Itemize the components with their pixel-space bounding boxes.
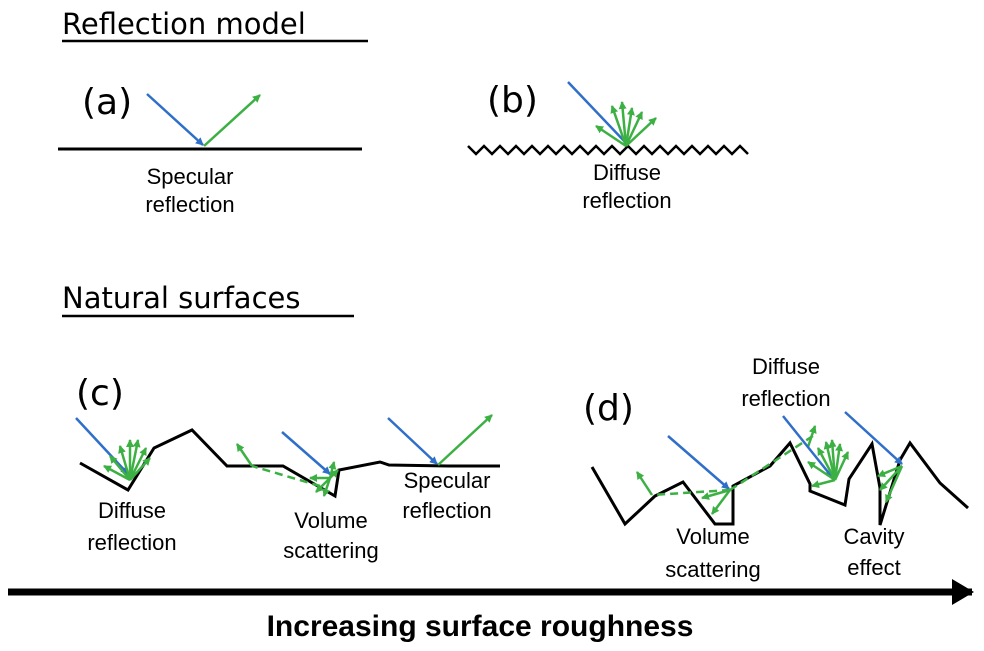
scattered-ray-arrow — [884, 465, 904, 503]
scattered-ray-arrow — [624, 107, 635, 147]
label-volume: Volume — [294, 508, 367, 533]
scattered-ray-arrow — [816, 447, 837, 481]
label-reflection: reflection — [402, 498, 491, 523]
label-diffuse: Diffuse — [752, 354, 820, 379]
scattered-ray-arrow — [828, 439, 837, 481]
scattered-ray-arrow — [128, 439, 141, 481]
panel-b-diffuse: (b) Diffuse reflection — [467, 80, 749, 213]
scattered-ray-arrow — [322, 477, 332, 497]
label-reflection: reflection — [87, 530, 176, 555]
cavity-rays — [877, 464, 904, 503]
scattered-ray-arrow — [329, 469, 339, 479]
scattered-ray-arrow — [877, 464, 903, 478]
heading-reflection-model: Reflection model — [62, 7, 306, 41]
incident-ray-arrow — [281, 431, 331, 475]
label-diffuse: Diffuse — [593, 160, 661, 185]
scattered-ray-arrow — [618, 101, 628, 147]
scattered-ray-arrow — [625, 117, 657, 147]
panel-tag-a: (a) — [82, 82, 132, 123]
incident-ray-arrow — [75, 417, 129, 475]
diffuse-rays — [103, 439, 151, 482]
incident-ray — [567, 81, 627, 144]
scattered-rays — [595, 101, 657, 148]
volume-exit-ray — [635, 471, 654, 496]
scattered-ray-arrow — [833, 443, 843, 481]
scattered-ray-arrow — [879, 465, 903, 491]
label-specular: Specular — [404, 468, 491, 493]
axis-label: Increasing surface roughness — [267, 610, 694, 643]
surface-profile — [590, 440, 969, 527]
scattered-ray-arrow — [109, 455, 131, 481]
scattered-ray-arrow — [610, 105, 628, 147]
heading-natural-surfaces: Natural surfaces — [62, 281, 300, 315]
label-diffuse: Diffuse — [98, 498, 166, 523]
label-reflection: reflection — [741, 386, 830, 411]
scattered-ray-arrow — [118, 445, 132, 481]
scattered-ray-arrow — [624, 111, 644, 147]
incident-ray-arrow — [844, 411, 903, 465]
volume-exit-ray — [235, 443, 254, 467]
scattered-ray-arrow — [811, 478, 836, 489]
panel-a-specular: (a) Specular reflection — [58, 82, 362, 217]
diffuse-rays — [807, 439, 850, 489]
panel-d-rough: (d) Diffuse reflection Volume scattering… — [583, 354, 969, 582]
scattered-ray-arrow — [103, 464, 131, 482]
scattered-ray-arrow — [833, 451, 850, 481]
rough-surface — [467, 144, 749, 156]
incident-ray-arrow — [667, 435, 730, 490]
volume-exit-ray — [806, 425, 817, 448]
scattered-ray-arrow — [595, 124, 627, 148]
subsurface-path — [729, 432, 817, 492]
subsurface-path — [651, 488, 731, 497]
volume-scatter-rays — [309, 461, 339, 497]
panel-tag-d: (d) — [583, 388, 634, 429]
label-reflection: reflection — [582, 188, 671, 213]
incident-ray-arrow — [146, 93, 204, 146]
label-cavity: Cavity — [843, 524, 904, 549]
incident-ray-arrow — [782, 415, 833, 478]
scattered-ray-arrow — [129, 457, 151, 481]
label-specular: Specular — [147, 164, 234, 189]
label-volume: Volume — [676, 524, 749, 549]
label-scattering: scattering — [283, 538, 378, 563]
panel-tag-c: (c) — [76, 373, 124, 414]
scattered-ray-arrow — [711, 489, 731, 515]
scattered-ray-arrow — [807, 460, 836, 482]
label-effect: effect — [847, 555, 900, 580]
scattered-ray-arrow — [315, 477, 331, 493]
label-reflection: reflection — [145, 192, 234, 217]
label-scattering: scattering — [665, 557, 760, 582]
panel-tag-b: (b) — [487, 80, 538, 121]
panel-c-natural: (c) Diffuse reflection Volume scattering… — [75, 373, 500, 563]
scattered-ray-arrow — [128, 447, 148, 481]
reflected-ray-arrow — [437, 414, 493, 466]
incident-ray-arrow — [387, 417, 438, 465]
reflected-ray-arrow — [203, 94, 261, 147]
subsurface-path — [251, 464, 321, 488]
